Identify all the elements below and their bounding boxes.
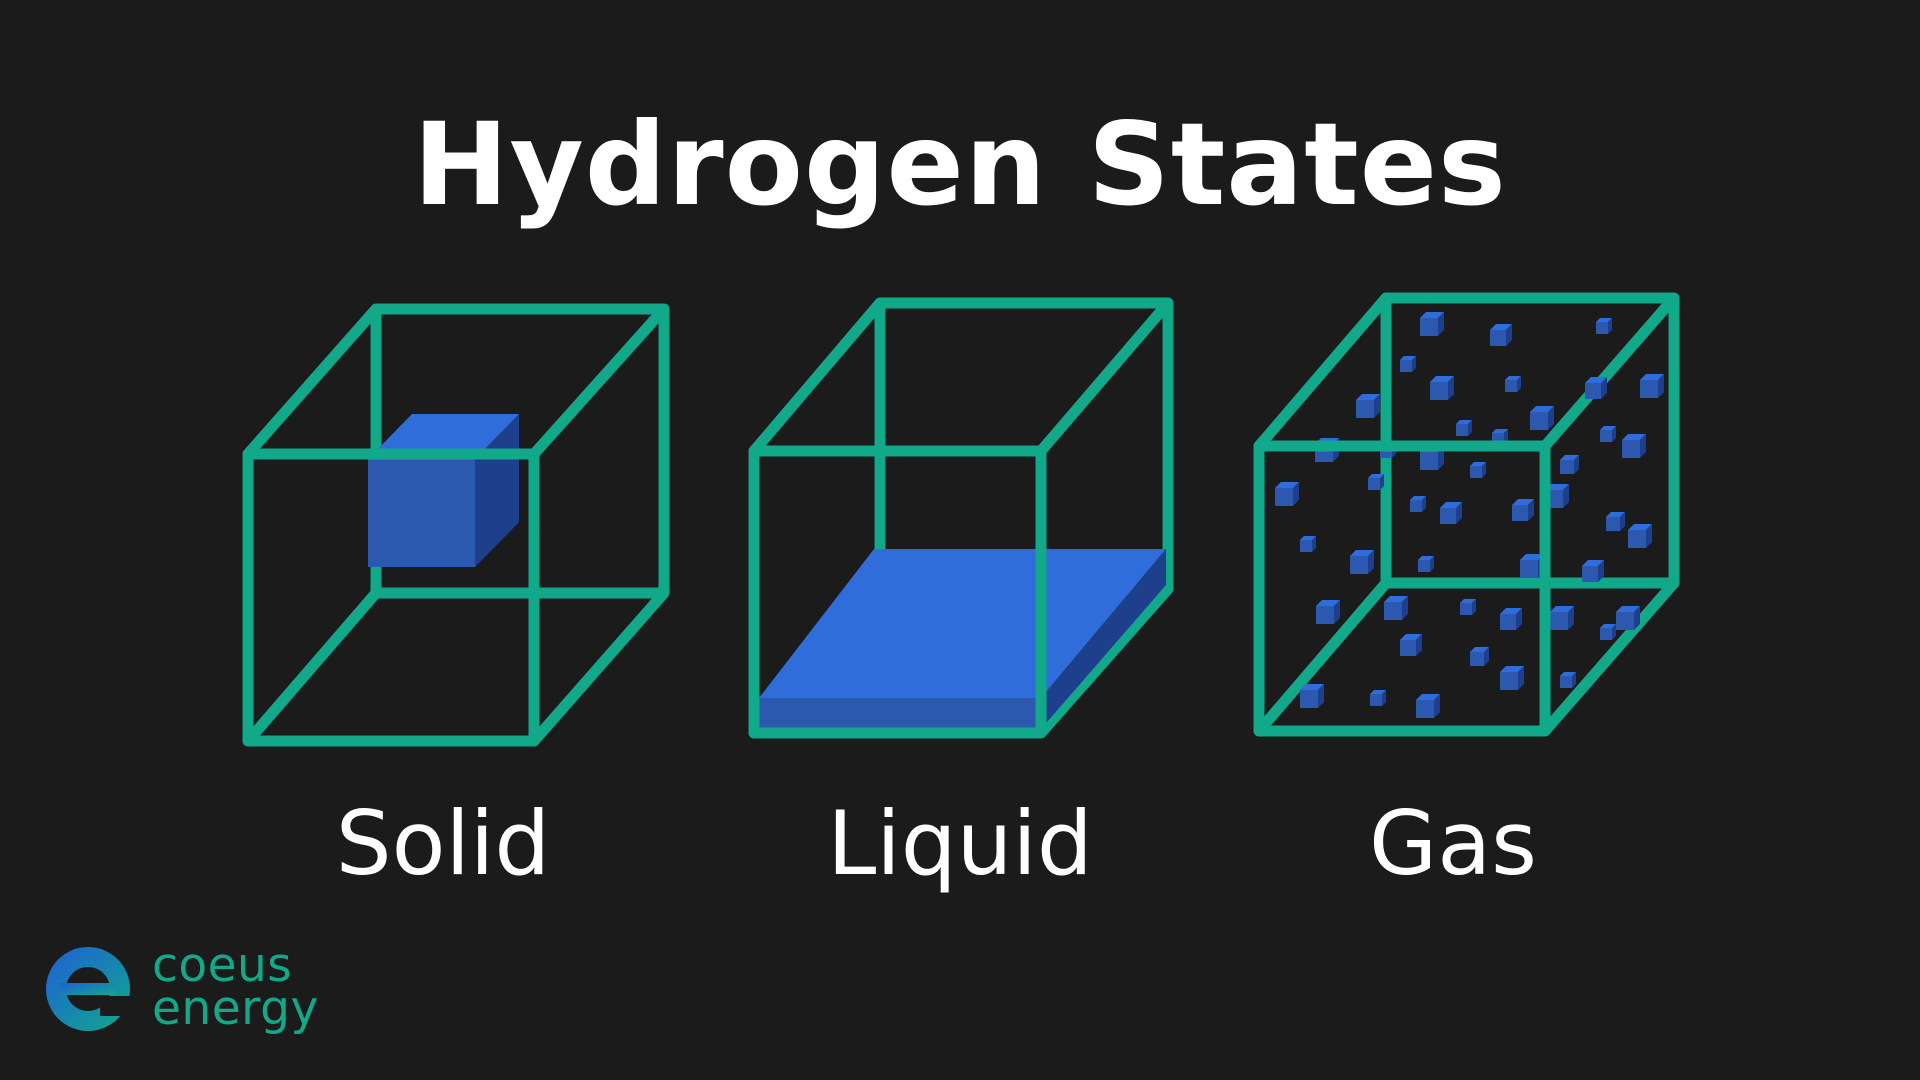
gas-particle: [1460, 599, 1476, 615]
gas-particle: [1400, 634, 1422, 656]
gas-particle: [1430, 376, 1454, 400]
solid-frame-front: [242, 448, 540, 747]
liquid-state-illustration: [748, 297, 1174, 739]
gas-particle: [1368, 474, 1384, 490]
gas-particle: [1500, 608, 1522, 630]
gas-particle: [1300, 536, 1316, 552]
gas-particle: [1600, 624, 1616, 640]
gas-particle: [1470, 647, 1489, 666]
gas-particle: [1316, 600, 1340, 624]
gas-particle: [1456, 420, 1472, 436]
gas-particle: [1370, 690, 1386, 706]
gas-particle: [1490, 324, 1512, 346]
gas-label: Gas: [1369, 792, 1537, 895]
gas-particle: [1416, 694, 1440, 718]
gas-particle: [1560, 455, 1579, 474]
gas-particle: [1616, 606, 1640, 630]
gas-frame-back: [1254, 292, 1680, 735]
liquid-frame-front: [748, 445, 1047, 739]
coeus-energy-logo-icon: [46, 947, 134, 1031]
gas-particle: [1582, 560, 1604, 582]
solid-label: Solid: [335, 792, 551, 895]
logo-text-energy: energy: [152, 981, 319, 1036]
gas-particle: [1512, 499, 1534, 521]
solid-hydrogen-block: [368, 414, 519, 567]
liquid-hydrogen-pool: [759, 549, 1166, 729]
gas-particle: [1628, 524, 1652, 548]
gas-frame-front: [1253, 440, 1551, 737]
gas-particle: [1400, 356, 1416, 372]
gas-particle: [1384, 596, 1408, 620]
gas-particle: [1350, 550, 1374, 574]
gas-particle: [1585, 377, 1607, 399]
gas-hydrogen-particles: [1275, 312, 1664, 718]
gas-particle: [1470, 462, 1486, 478]
gas-particle: [1596, 318, 1612, 334]
gas-particle: [1410, 496, 1426, 512]
gas-particle: [1606, 512, 1625, 531]
gas-particle: [1500, 666, 1524, 690]
gas-particle: [1622, 434, 1646, 458]
gas-particle: [1600, 426, 1616, 442]
logo-text-coeus: coeus: [152, 938, 293, 993]
solid-state-illustration: [242, 303, 670, 747]
gas-particle: [1530, 406, 1554, 430]
gas-particle: [1505, 376, 1521, 392]
gas-particle: [1420, 312, 1444, 336]
gas-particle: [1440, 502, 1462, 524]
page-title: Hydrogen States: [413, 98, 1507, 231]
liquid-label: Liquid: [827, 792, 1093, 895]
gas-particle: [1640, 374, 1664, 398]
gas-particle: [1275, 482, 1299, 506]
gas-particle: [1550, 606, 1574, 630]
gas-state-illustration: [1253, 292, 1680, 737]
gas-particle: [1560, 672, 1576, 688]
gas-particle: [1356, 394, 1380, 418]
gas-particle: [1300, 684, 1324, 708]
solid-frame-back: [243, 303, 670, 745]
gas-particle: [1418, 556, 1434, 572]
